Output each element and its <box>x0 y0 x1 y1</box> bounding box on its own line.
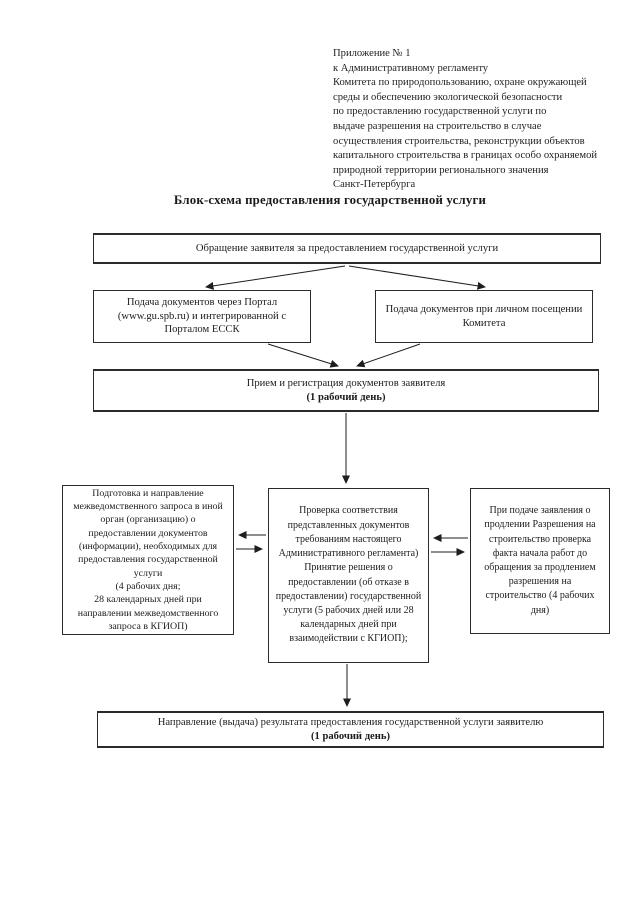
flow-box-extension-check: При подаче заявления о продлении Разреше… <box>470 488 610 634</box>
flow-box-result-text: Направление (выдача) результата предоста… <box>157 716 544 728</box>
flow-box-result-duration: (1 рабочий день) <box>311 730 390 742</box>
page-title: Блок-схема предоставления государственно… <box>173 193 487 207</box>
flow-box-inperson-text: Подача документов при личном посещении К… <box>385 303 583 329</box>
arrow-inperson-to-reception <box>356 343 421 368</box>
flow-box-interagency-request: Подготовка и направление межведомственно… <box>62 485 234 635</box>
flow-box-review-decision: Проверка соответствия представленных док… <box>268 488 429 663</box>
arrow-portal-to-reception <box>267 343 339 368</box>
appendix-line: по предоставлению государственной услуги… <box>333 106 547 118</box>
appendix-header: Приложение № 1 к Административному регла… <box>333 47 623 193</box>
appendix-line: среды и обеспечению экологической безопа… <box>333 91 563 103</box>
flow-box-result: Направление (выдача) результата предоста… <box>97 711 604 748</box>
appendix-line: Санкт-Петербурга <box>333 179 416 191</box>
appendix-line: выдаче разрешения на строительство в слу… <box>333 120 542 132</box>
flow-box-review-text: Проверка соответствия представленных док… <box>275 505 422 645</box>
arrow-request-to-inperson <box>348 265 486 290</box>
appendix-line: природной территории регионального значе… <box>333 164 549 176</box>
arrow-request-to-portal <box>205 265 346 290</box>
flow-box-extension-text: При подаче заявления о продлении Разреше… <box>484 505 596 616</box>
appendix-line: Приложение № 1 <box>333 48 411 59</box>
flow-box-reception-duration: (1 рабочий день) <box>306 391 386 403</box>
flow-box-interagency-text: Подготовка и направление межведомственно… <box>73 487 223 632</box>
flow-box-reception-text: Прием и регистрация документов заявителя <box>246 377 446 389</box>
flow-box-request: Обращение заявителя за предоставлением г… <box>93 233 601 264</box>
appendix-line: осуществления строительства, реконструкц… <box>333 135 585 147</box>
appendix-line: капитального строительства в границах ос… <box>333 150 598 162</box>
appendix-line: Комитета по природопользованию, охране о… <box>333 77 587 89</box>
appendix-line: к Административному регламенту <box>333 62 489 74</box>
flow-box-inperson-submission: Подача документов при личном посещении К… <box>375 290 593 343</box>
flow-box-request-text: Обращение заявителя за предоставлением г… <box>195 242 499 254</box>
flow-box-reception: Прием и регистрация документов заявителя… <box>93 369 599 412</box>
flow-box-portal-submission: Подача документов через Портал (www.gu.s… <box>93 290 311 343</box>
flow-box-portal-text: Подача документов через Портал (www.gu.s… <box>117 296 287 336</box>
